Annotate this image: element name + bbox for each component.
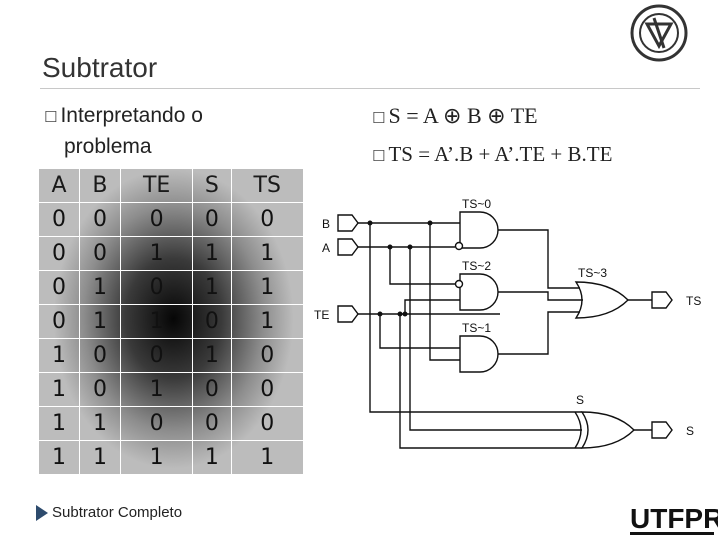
- table-cell: 1: [230, 236, 305, 271]
- table-cell: 0: [230, 372, 305, 407]
- table-cell: 0: [78, 236, 121, 271]
- output-pin-ts: [651, 291, 673, 309]
- table-cell: 1: [230, 270, 305, 305]
- equation-s: ☐S = A ⊕ B ⊕ TE: [372, 103, 538, 131]
- table-cell: 1: [38, 372, 80, 407]
- table-cell: 1: [119, 372, 194, 407]
- table-cell: 0: [38, 304, 80, 339]
- bullet-interpretando: ☐Interpretando o: [44, 103, 203, 130]
- input-label-a: A: [322, 241, 330, 255]
- table-cell: 1: [38, 440, 80, 475]
- equation-ts-text: TS = A’.B + A’.TE + B.TE: [388, 142, 613, 166]
- table-header-cell: A: [38, 168, 80, 203]
- table-cell: 1: [119, 304, 194, 339]
- gate-label-ts2: TS~2: [462, 259, 491, 273]
- table-cell: 0: [230, 406, 305, 441]
- and-gate-ts2: [459, 273, 499, 311]
- table-cell: 0: [38, 270, 80, 305]
- utfpr-logo-text: UTFPR: [630, 503, 718, 534]
- table-cell: 1: [119, 236, 194, 271]
- bullet-box-icon: ☐: [372, 147, 386, 165]
- table-cell: 0: [119, 338, 194, 373]
- gate-label-ts0: TS~0: [462, 197, 491, 211]
- output-label-s: S: [686, 424, 694, 438]
- inverter-bubble-ts2: [454, 279, 464, 289]
- input-pin-b: [337, 214, 359, 232]
- circuit-diagram: B A TE TS~0 TS~2 TS~3 TS~1 S TS S: [314, 197, 701, 449]
- table-cell: 1: [78, 440, 121, 475]
- and-gate-ts0: [459, 211, 499, 249]
- bullet-text-line2: problema: [64, 135, 152, 158]
- table-cell: 1: [192, 270, 232, 305]
- output-pin-s: [651, 421, 673, 439]
- table-cell: 1: [192, 440, 232, 475]
- table-cell: 0: [78, 202, 121, 237]
- table-cell: 0: [192, 372, 232, 407]
- gate-label-ts3: TS~3: [578, 266, 607, 280]
- table-cell: 0: [119, 202, 194, 237]
- gate-label-s: S: [576, 393, 584, 407]
- bullet-box-icon: ☐: [372, 109, 386, 127]
- inverter-bubble-ts0: [454, 241, 464, 251]
- caption: Subtrator Completo: [36, 504, 183, 522]
- input-label-te: TE: [314, 308, 329, 322]
- table-cell: 1: [119, 440, 194, 475]
- table-cell: 0: [230, 202, 305, 237]
- title-divider: [40, 88, 700, 89]
- gate-label-ts1: TS~1: [462, 321, 491, 335]
- table-cell: 1: [38, 406, 80, 441]
- input-pin-te: [337, 305, 359, 323]
- utfpr-logo: UTFPR: [630, 503, 718, 535]
- table-cell: 1: [230, 304, 305, 339]
- table-header-cell: TE: [119, 168, 194, 203]
- table-header-cell: B: [78, 168, 121, 203]
- table-cell: 0: [192, 202, 232, 237]
- xor-gate-s: [580, 411, 635, 449]
- equation-ts: ☐TS = A’.B + A’.TE + B.TE: [372, 141, 612, 169]
- output-label-ts: TS: [686, 294, 701, 308]
- table-cell: 0: [192, 304, 232, 339]
- or-gate-ts3: [574, 281, 629, 319]
- table-cell: 1: [38, 338, 80, 373]
- bullet-text-line1: Interpretando o: [60, 104, 203, 127]
- table-cell: 1: [192, 338, 232, 373]
- table-cell: 1: [78, 270, 121, 305]
- slide-title: Subtrator: [42, 52, 158, 83]
- table-cell: 0: [78, 338, 121, 373]
- table-cell: 0: [78, 372, 121, 407]
- table-cell: 0: [119, 406, 194, 441]
- table-cell: 0: [119, 270, 194, 305]
- input-label-b: B: [322, 217, 330, 231]
- input-pin-a: [337, 238, 359, 256]
- equation-s-text: S = A ⊕ B ⊕ TE: [388, 103, 538, 128]
- table-cell: 1: [78, 406, 121, 441]
- table-cell: 1: [230, 440, 305, 475]
- and-gate-ts1: [459, 335, 499, 373]
- table-cell: 1: [78, 304, 121, 339]
- table-header-cell: TS: [230, 168, 305, 203]
- table-cell: 0: [38, 236, 80, 271]
- table-cell: 0: [192, 406, 232, 441]
- university-seal-icon: [630, 4, 688, 62]
- table-cell: 1: [192, 236, 232, 271]
- caption-text: Subtrator Completo: [52, 504, 183, 521]
- bullet-box-icon: ☐: [44, 108, 58, 126]
- arrow-bullet-icon: [36, 505, 48, 522]
- table-cell: 0: [230, 338, 305, 373]
- table-header-cell: S: [192, 168, 232, 203]
- table-cell: 0: [38, 202, 80, 237]
